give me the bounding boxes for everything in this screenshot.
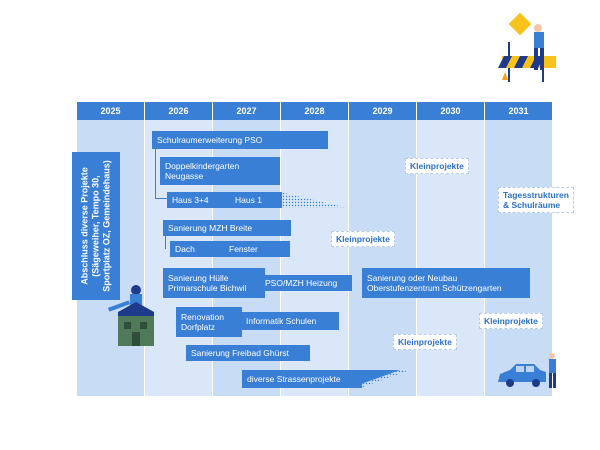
bar-schulraumerweiterung: Schulraumerweiterung PSO [152,131,328,149]
bar-dach: Dach [170,241,230,257]
year-2026: 2026 [145,102,212,120]
bar-strassenprojekte: diverse Strassenprojekte [242,370,362,388]
year-2029: 2029 [349,102,416,120]
year-2025: 2025 [77,102,144,120]
year-2028: 2028 [281,102,348,120]
connector-line [155,148,156,198]
year-2027: 2027 [213,102,280,120]
column-2029 [349,120,416,396]
kleinprojekte-2029: Kleinprojekte [393,334,457,350]
tagesstrukturen-label: Tagesstrukturen & Schulräume [498,187,574,213]
bar-haus-1-fade [270,192,348,208]
column-2031 [485,120,552,396]
bar-doppelkindergarten: Doppelkindergarten Neugasse [160,157,280,185]
completed-projects-text: Abschluss diverse Projekte (Sägeweiher, … [79,160,112,292]
kleinprojekte-2030: Kleinprojekte [405,158,469,174]
bar-oberstufenzentrum: Sanierung oder Neubau Oberstufenzentrum … [362,268,530,298]
house-icon [107,285,154,346]
bar-freibad-ghuerst: Sanierung Freibad Ghürst [186,345,310,361]
kleinprojekte-2031: Kleinprojekte [479,313,543,329]
bar-pso-mzh-heizung: PSO/MZH Heizung [260,275,352,291]
bar-haus-1: Haus 1 [230,192,282,208]
car-icon [498,353,556,388]
bar-dorfplatz: Renovation Dorfplatz [176,307,242,337]
bar-huelle-bichwil: Sanierung Hülle Primarschule Bichwil [163,268,265,298]
bar-haus-3-4: Haus 3+4 [167,192,233,208]
kleinprojekte-2028: Kleinprojekte [331,231,395,247]
year-2031: 2031 [485,102,552,120]
bar-strassenprojekte-fade [350,370,410,388]
bar-mzh-breite: Sanierung MZH Breite [163,220,291,236]
bar-fenster: Fenster [224,241,290,257]
connector-line [155,198,167,199]
bar-informatik-schulen: Informatik Schulen [241,312,339,330]
connector-line [165,235,166,249]
construction-worker-icon [498,12,556,82]
completed-projects-label: Abschluss diverse Projekte (Sägeweiher, … [72,152,120,300]
year-2030: 2030 [417,102,484,120]
